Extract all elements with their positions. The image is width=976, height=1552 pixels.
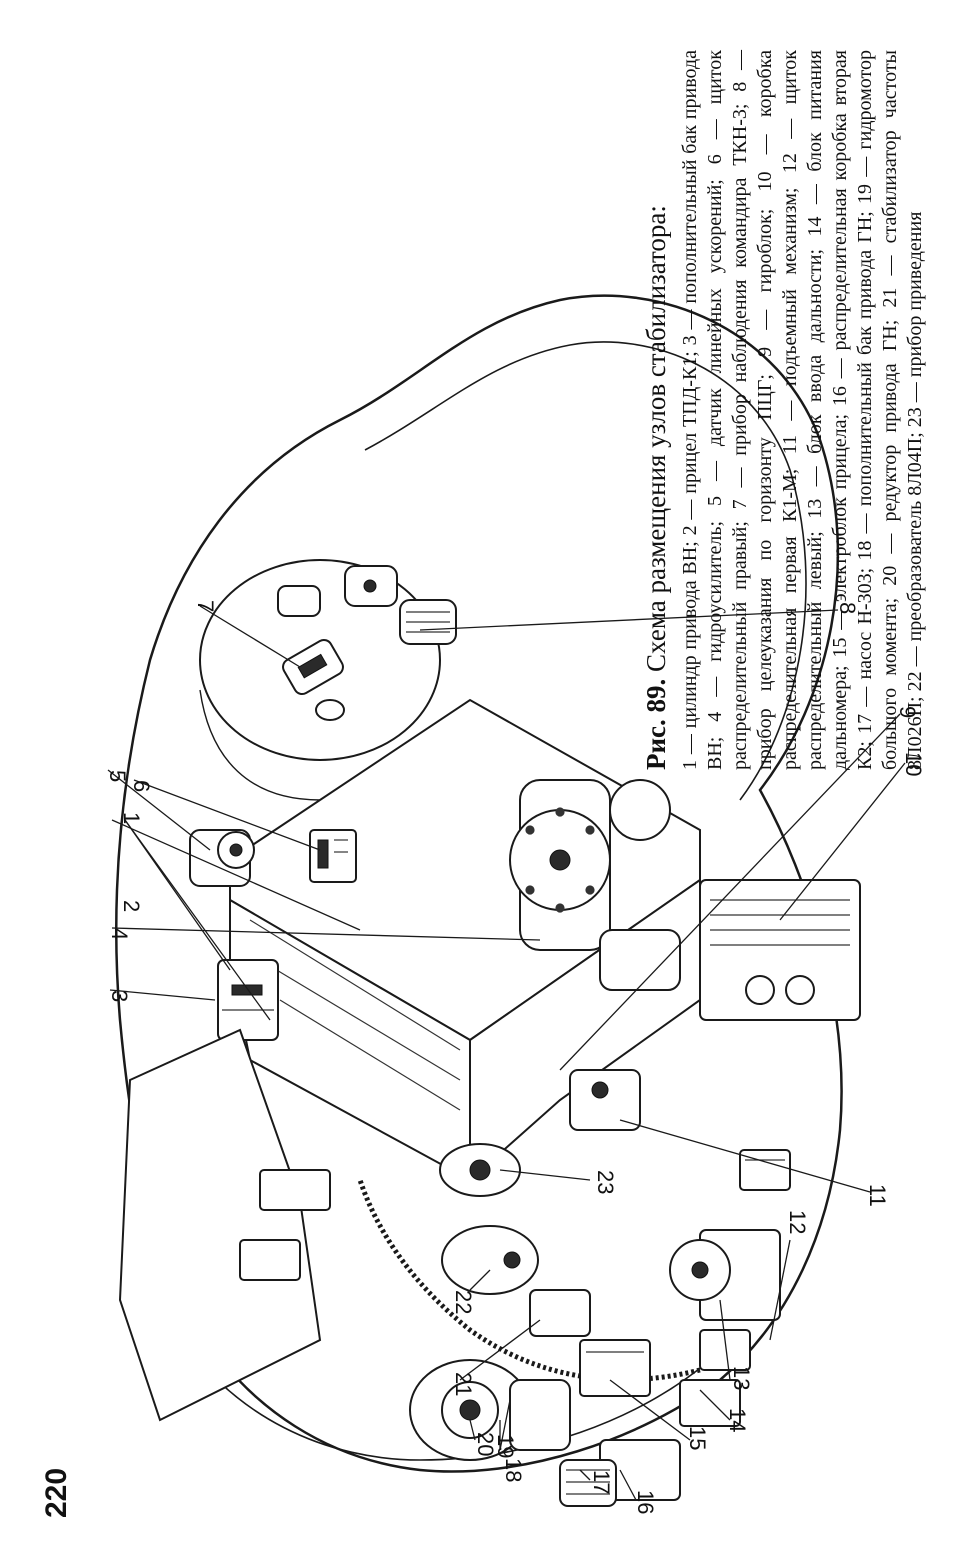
turret-ring-bottom [169,1319,711,1461]
part-5-accel-sensor [189,829,255,887]
callout-21: 21 [451,1372,476,1396]
callout-labels: 1 2 3 4 5 6 7 8 9 10 11 12 13 14 15 16 1… [105,600,926,1514]
callout-17: 17 [589,1470,614,1494]
callout-1: 1 [119,812,144,824]
callout-7: 7 [193,600,218,612]
callout-10: 10 [901,752,926,776]
callout-5: 5 [105,770,130,782]
callout-19: 19 [493,1434,518,1458]
page-number: 220 [40,1467,73,1518]
leader-lines [107,605,906,1501]
part-8-pcg-device [277,565,457,645]
callout-13: 13 [729,1366,754,1390]
callout-16: 16 [633,1490,658,1514]
traverse-gear-ring [357,1179,701,1383]
figure-caption: Рис. 89. Схема размещения узлов стабилиз… [640,50,928,770]
part-21-freq-stabilizer [529,1289,591,1337]
figure-legend: 1 — цилиндр привода ВН; 2 — прицел ТПД-К… [679,50,926,770]
part-6-right-dist-box [309,829,357,883]
callout-6: 6 [129,780,154,792]
part-15-sight-electrobox [579,1339,651,1397]
callout-18: 18 [501,1458,526,1482]
figure-caption-area: Рис. 89. Схема размещения узлов стабилиз… [640,40,976,770]
part-13-range-input-block [699,1329,751,1371]
commander-cupola [199,559,441,761]
part-12-left-dist-box [669,1229,781,1321]
callout-8: 8 [835,602,860,614]
part-11-elevation-mechanism [739,1149,791,1191]
part-17-pump-n303 [559,1459,617,1507]
callout-15: 15 [685,1426,710,1450]
callout-2: 2 [119,900,144,912]
callout-20: 20 [473,1432,498,1456]
callout-12: 12 [785,1210,810,1234]
part-3-aux-tank [217,959,279,1041]
part-7-tkn3-viewer [282,638,345,721]
part-23-alignment-device [439,1143,521,1197]
callout-3: 3 [107,990,132,1002]
callout-11: 11 [865,1184,890,1207]
callout-23: 23 [593,1170,618,1194]
callout-22: 22 [451,1290,476,1314]
turret-inner-ring [364,341,807,801]
figure-title: Схема размещения узлов стабилизатора: [641,205,671,672]
part-10-dist-box-k1m [699,879,861,1021]
callout-9: 9 [895,706,920,718]
callout-14: 14 [725,1408,750,1432]
part-4-hydro-amplifier [509,779,681,991]
part-22-converter [441,1225,539,1295]
cupola-shadow [199,689,321,801]
caption-title-line: Рис. 89. Схема размещения узлов стабилиз… [640,50,672,770]
figure-number: Рис. 89. [641,678,671,770]
gun-mantlet [118,1028,331,1422]
callout-4: 4 [107,928,132,940]
part-9-gyro-block [569,1069,641,1131]
